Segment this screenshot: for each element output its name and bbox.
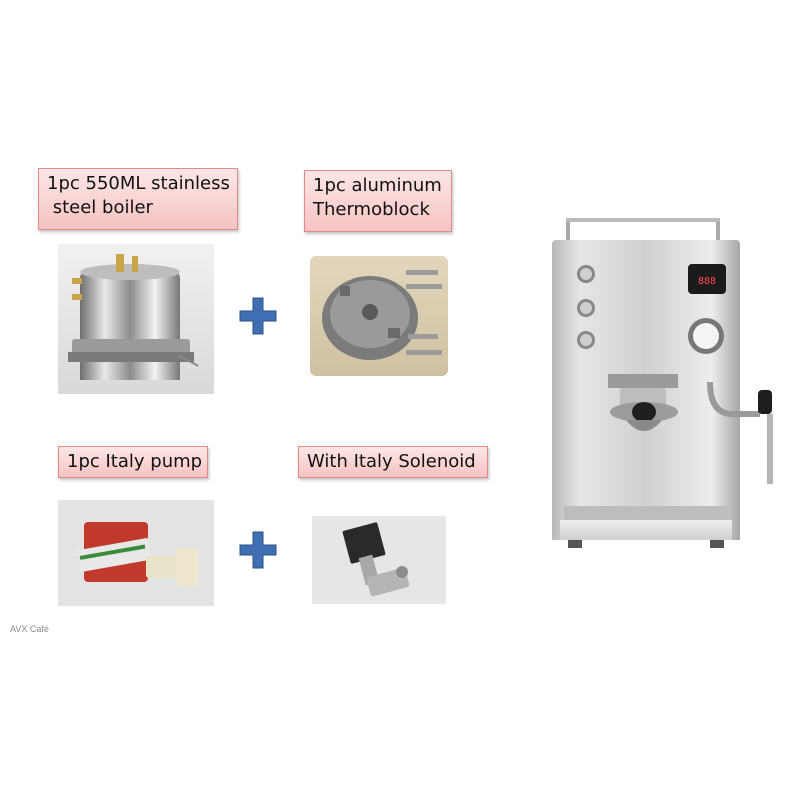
thermoblock-label: 1pc aluminum Thermoblock (304, 170, 452, 232)
solenoid-photo (312, 516, 446, 604)
solenoid-label: With Italy Solenoid (298, 446, 488, 478)
boiler-photo (58, 244, 214, 394)
watermark: AVX Café (10, 624, 49, 634)
pump-photo (58, 500, 214, 606)
thermoblock-photo (310, 256, 448, 376)
boiler-label: 1pc 550ML stainless steel boiler (38, 168, 238, 230)
pump-label: 1pc Italy pump (58, 446, 208, 478)
machine-display: 888 (698, 276, 716, 287)
espresso-machine-photo: 888 (552, 218, 773, 548)
plus-icon (239, 531, 277, 569)
plus-icon (239, 297, 277, 335)
